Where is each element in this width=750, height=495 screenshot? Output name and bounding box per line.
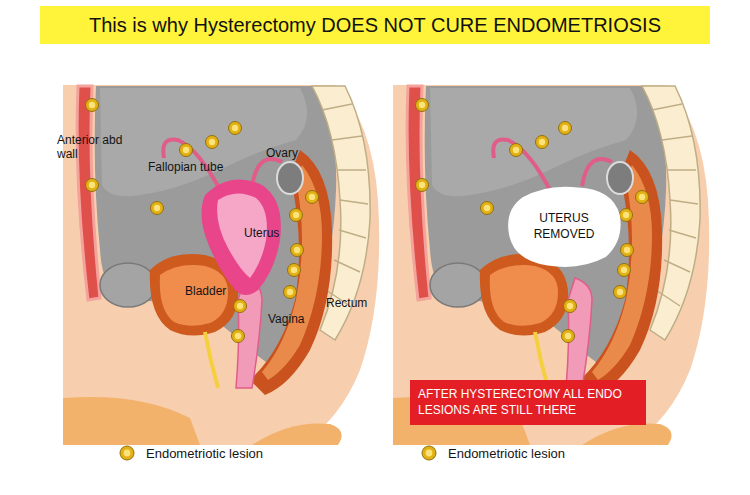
legend-text: Endometriotic lesion bbox=[146, 446, 263, 461]
legend-swatch bbox=[118, 444, 136, 462]
lesion-core bbox=[124, 450, 131, 457]
right-lesions bbox=[416, 99, 649, 343]
organ-label: Fallopian tube bbox=[148, 160, 223, 174]
organ-label: Vagina bbox=[268, 312, 304, 326]
blob-shape bbox=[508, 187, 621, 267]
legend-swatch bbox=[420, 444, 438, 462]
lesion-ring bbox=[120, 446, 134, 460]
node-text: UTERUS REMOVED bbox=[526, 210, 602, 242]
organ-label: Bladder bbox=[185, 284, 226, 298]
organ-label: Ovary bbox=[266, 146, 298, 160]
node-text: AFTER HYSTERECTOMY ALL ENDO LESIONS ARE … bbox=[418, 386, 638, 418]
legend-item: Endometriotic lesion bbox=[420, 444, 565, 462]
organ-label: Rectum bbox=[326, 296, 367, 310]
legend-item: Endometriotic lesion bbox=[118, 444, 263, 462]
title: This is why Hysterectomy DOES NOT CURE E… bbox=[89, 14, 661, 37]
organ-label: Uterus bbox=[244, 226, 279, 240]
blob-outline bbox=[506, 184, 622, 269]
lesion-ring bbox=[422, 446, 436, 460]
legend-text: Endometriotic lesion bbox=[448, 446, 565, 461]
warning-box: AFTER HYSTERECTOMY ALL ENDO LESIONS ARE … bbox=[410, 380, 646, 425]
removed-uterus-area: UTERUS REMOVED bbox=[512, 190, 616, 263]
right-pelvis bbox=[393, 85, 709, 445]
uterus bbox=[202, 179, 281, 295]
title-band: This is why Hysterectomy DOES NOT CURE E… bbox=[40, 6, 710, 44]
uterus-wall bbox=[202, 179, 281, 295]
lesion-core bbox=[426, 450, 433, 457]
organ-label: Anterior abd wall bbox=[57, 133, 131, 161]
